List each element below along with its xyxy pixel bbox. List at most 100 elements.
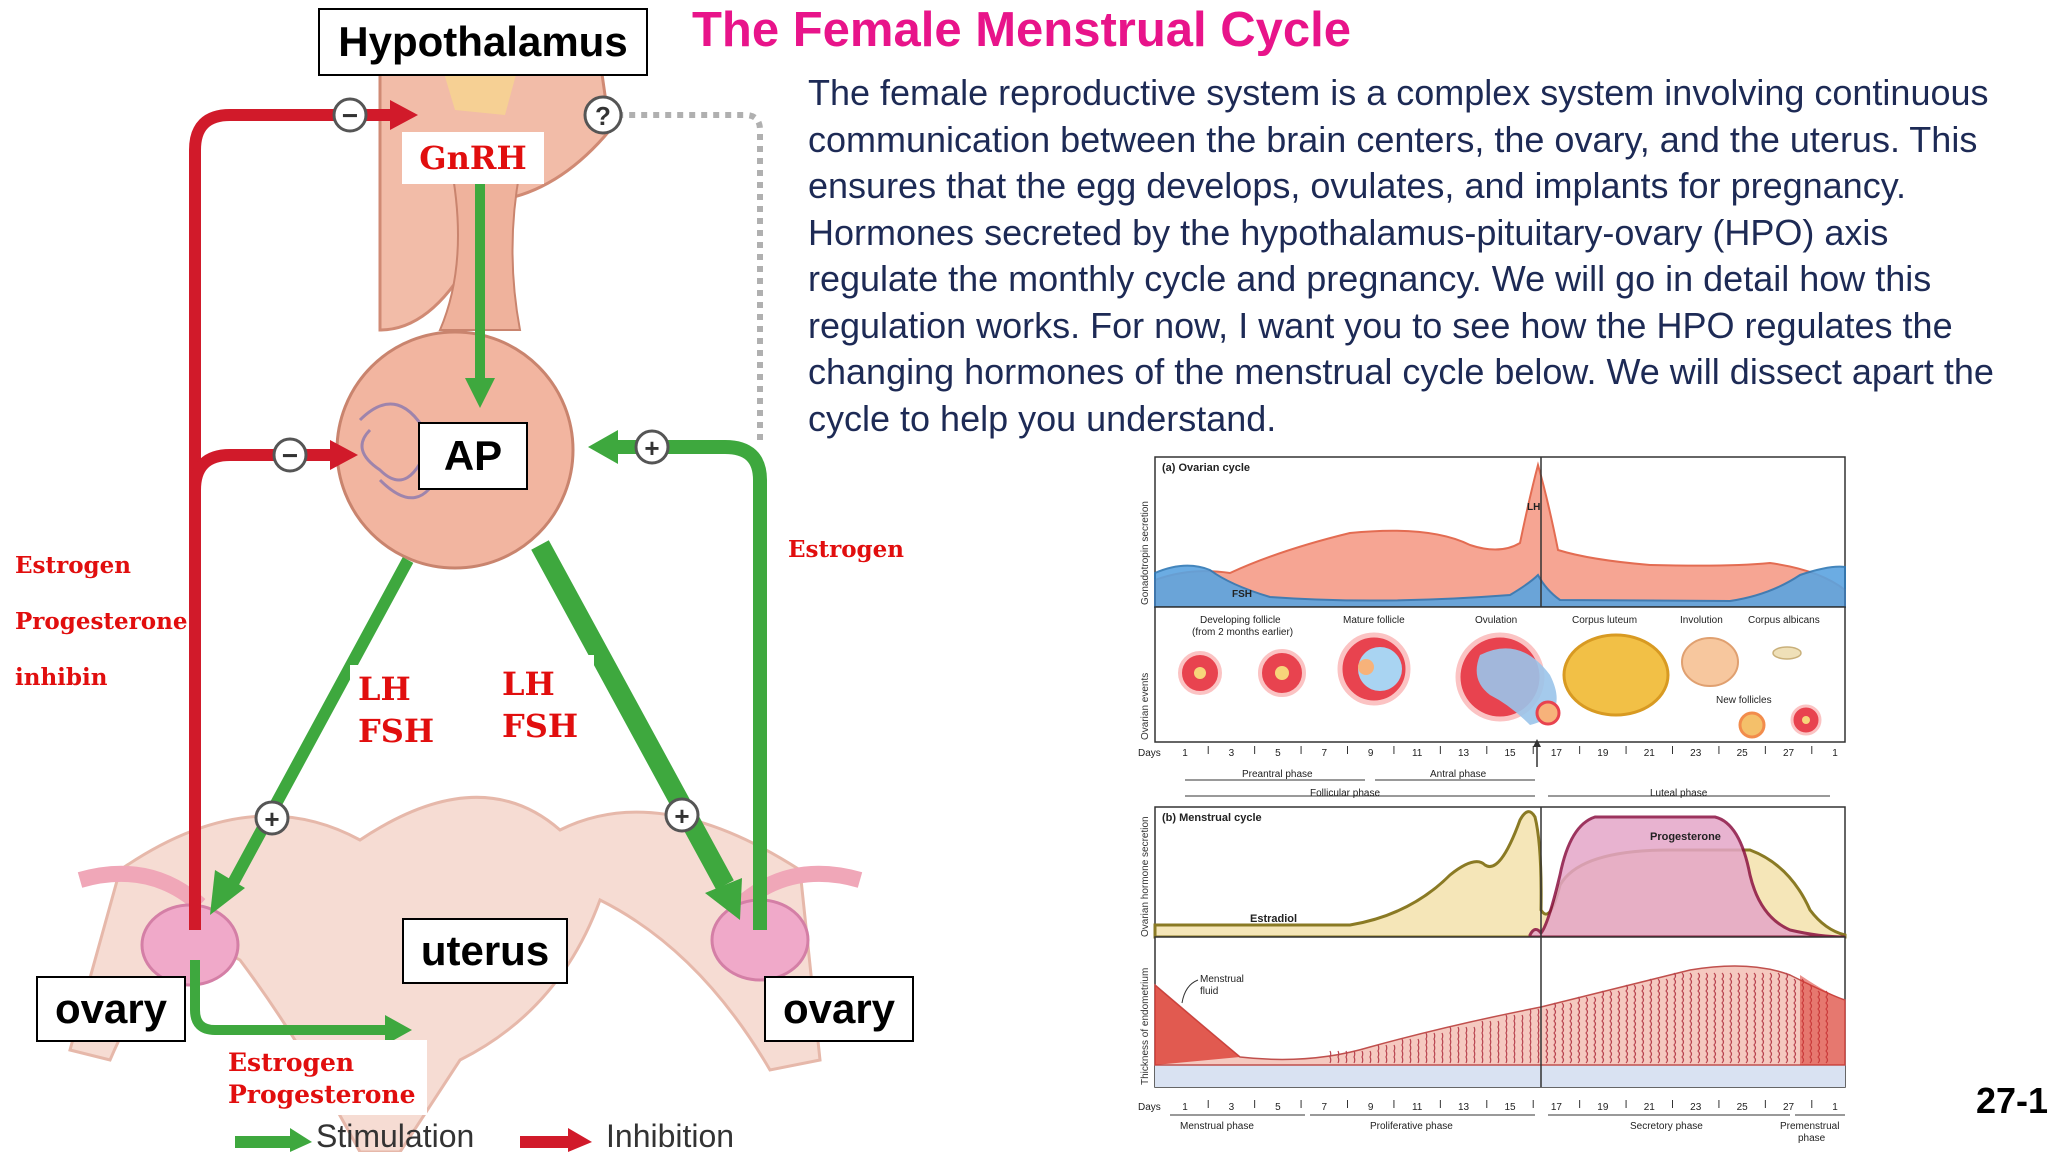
endometrium-base: [1155, 1065, 1845, 1087]
dotted-feedback: [620, 112, 763, 440]
gland-43: [1593, 996, 1597, 1064]
corpus-albicans: [1772, 646, 1802, 660]
minus-text-2: −: [282, 440, 298, 471]
slide-number: 27-1: [1975, 1080, 2048, 1121]
plus-sign-ap: [634, 429, 670, 465]
fsh-area: [1154, 564, 1846, 608]
event-involution: Involution: [1680, 615, 1723, 626]
menstrual-phase-label: Menstrual phase: [1180, 1121, 1254, 1132]
gland-40: [1569, 1002, 1573, 1064]
endometrium-ylabel: Thickness of endometrium: [1140, 968, 1151, 1085]
day-a-tick-13: 27: [1783, 748, 1795, 759]
gland-25: [1449, 1026, 1452, 1064]
endometrium-glands: [1329, 972, 1829, 1064]
gland-50: [1649, 978, 1653, 1064]
page-title: The Female Menstrual Cycle: [692, 3, 1352, 57]
day-a-tick-1: 3: [1229, 748, 1235, 759]
gland-11: [1337, 1050, 1340, 1064]
fsh-left-label: FSH: [358, 712, 435, 750]
gland-16: [1377, 1044, 1380, 1064]
day-a-tick-3: 7: [1322, 748, 1328, 759]
day-b-tick-5: 11: [1412, 1102, 1423, 1113]
gland-41: [1577, 996, 1581, 1064]
ap-label: AP: [418, 422, 528, 490]
progesterone-label: Progesterone: [1650, 831, 1721, 843]
day-a-tick-4: 9: [1368, 748, 1374, 759]
day-b-tick-3: 7: [1322, 1102, 1328, 1113]
lh-fsh-left-bg: [350, 665, 458, 753]
gland-57: [1705, 972, 1709, 1064]
follicle-mature-antrum: [1358, 647, 1402, 691]
secretory-phase-label: Secretory phase: [1630, 1121, 1703, 1132]
panel-a-ylabel: Gonadotropin secretion: [1140, 501, 1151, 605]
premenstrual-phase-label-2: phase: [1798, 1133, 1826, 1144]
event-ovulation: Ovulation: [1475, 615, 1517, 626]
gland-31: [1497, 1020, 1500, 1064]
gland-62: [1745, 972, 1749, 1064]
gland-66: [1777, 972, 1781, 1064]
gland-21: [1417, 1038, 1420, 1064]
lh-right-label: LH: [502, 665, 555, 703]
day-b-tick-14: 1: [1832, 1102, 1838, 1113]
lh-curve-label: LH: [1527, 502, 1540, 513]
follicle-mature-egg: [1358, 659, 1374, 675]
day-b-tick-9: 19: [1597, 1102, 1609, 1113]
day-b-tick-4: 9: [1368, 1102, 1374, 1113]
gland-14: [1361, 1050, 1364, 1064]
fluid-label-1: Menstrual: [1200, 974, 1244, 985]
gland-35: [1529, 1008, 1532, 1064]
event-corpus-luteum: Corpus luteum: [1572, 615, 1637, 626]
day-b-tick-2: 5: [1275, 1102, 1281, 1113]
gland-24: [1441, 1032, 1444, 1064]
plus-sign-left: [254, 800, 290, 836]
fallopian-left: [77, 865, 206, 912]
ovulation-fluid: [1476, 648, 1557, 725]
gland-17: [1385, 1044, 1388, 1064]
gland-32: [1505, 1014, 1508, 1064]
event-new-follicles: New follicles: [1716, 695, 1772, 706]
estradiol-label: Estradiol: [1250, 913, 1297, 925]
minus-text-1: −: [342, 100, 358, 131]
event-developing-sub: (from 2 months earlier): [1192, 627, 1293, 638]
day-a-tick-9: 19: [1597, 748, 1609, 759]
event-corpus-albicans: Corpus albicans: [1748, 615, 1820, 626]
gland-28: [1473, 1026, 1476, 1064]
corpus-luteum: [1562, 633, 1670, 717]
luteal-label: Luteal phase: [1650, 788, 1708, 799]
legend-stimulation-label: Stimulation: [316, 1118, 475, 1154]
gland-30: [1489, 1020, 1492, 1064]
question-sign: [583, 95, 623, 135]
ovary-right-label: ovary: [764, 976, 914, 1042]
fallopian-right: [734, 865, 863, 912]
legend-inhibition-head: [568, 1128, 592, 1152]
gland-39: [1561, 1002, 1565, 1064]
inhibition-arrowhead-ap: [330, 440, 358, 470]
fsh-right-label: FSH: [502, 707, 579, 745]
day-b-tick-1: 3: [1229, 1102, 1235, 1113]
new-follicle-2-core: [1802, 716, 1810, 724]
inhibition-arrowhead-hypothalamus: [390, 100, 418, 130]
gland-34: [1521, 1014, 1524, 1064]
follicle-2-core: [1275, 666, 1289, 680]
output-progesterone-label: Progesterone: [228, 1080, 416, 1109]
follicular-label: Follicular phase: [1310, 788, 1380, 799]
legend-inhibition-label: Inhibition: [606, 1118, 735, 1154]
follicle-1-core: [1194, 667, 1206, 679]
gland-48: [1633, 984, 1637, 1064]
lh-fsh-right-bg: [494, 655, 594, 745]
fsh-curve-label: FSH: [1232, 589, 1252, 600]
plus-sign-right: [664, 797, 700, 833]
gland-46: [1617, 990, 1621, 1064]
menstrual-shed-left: [1155, 985, 1240, 1065]
gland-47: [1625, 984, 1629, 1064]
day-b-tick-10: 21: [1644, 1102, 1656, 1113]
gland-38: [1553, 1002, 1557, 1064]
output-estrogen-label: Estrogen: [228, 1048, 355, 1077]
day-b-tick-0: 1: [1182, 1102, 1188, 1113]
day-a-tick-10: 21: [1644, 748, 1656, 759]
day-b-tick-11: 23: [1690, 1102, 1702, 1113]
gland-61: [1737, 972, 1741, 1064]
inhibition-path-ap: [189, 449, 330, 491]
gland-58: [1713, 972, 1717, 1064]
